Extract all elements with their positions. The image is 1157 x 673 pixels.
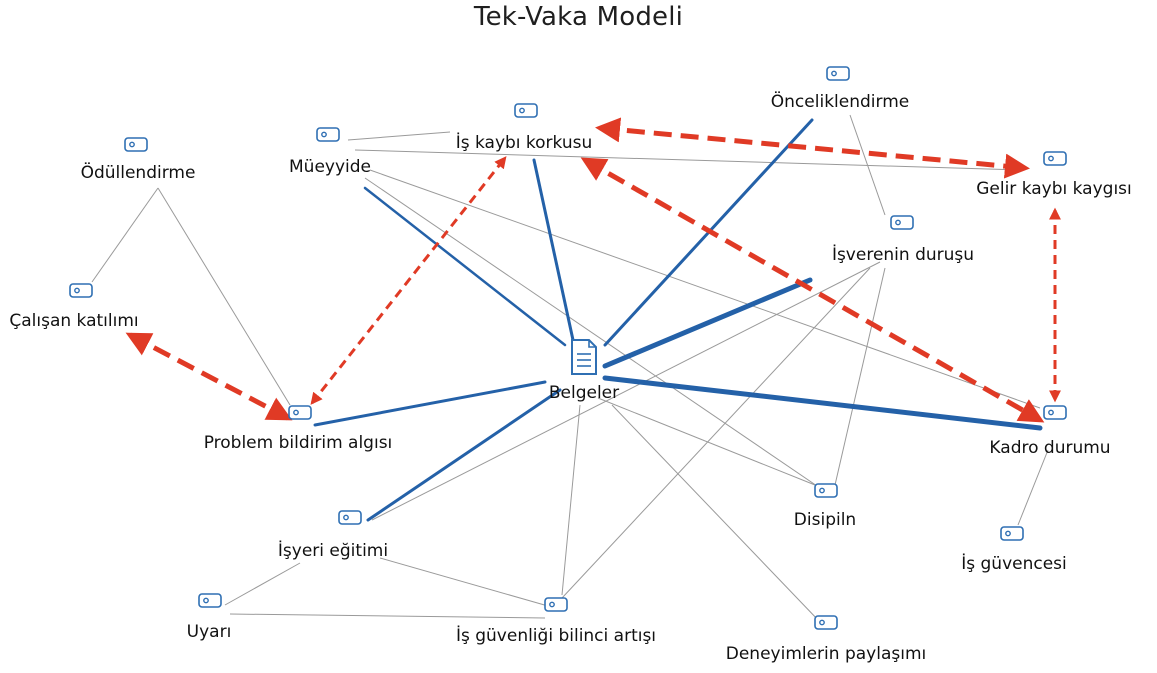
link-belgeler-is_kaybi	[532, 158, 575, 342]
nodes: Belgeler Ödüllendirme Müeyyide İş kaybı kor…	[9, 66, 1132, 664]
document-icon	[571, 339, 597, 375]
node-gelir[interactable]: Gelir kaybı kaygısı	[976, 151, 1132, 199]
tag-icon	[316, 127, 340, 142]
tag-icon	[338, 510, 362, 525]
node-muyyide[interactable]: Müeyyide	[289, 127, 371, 177]
node-label: Ödüllendirme	[81, 161, 196, 183]
link-isyeri-uyari	[224, 562, 301, 606]
node-label: Deneyimlerin paylaşımı	[726, 644, 926, 664]
tag-icon	[124, 137, 148, 152]
tag-icon	[514, 103, 538, 118]
node-label: Kadro durumu	[989, 438, 1110, 458]
link-odullendirme-calisan	[91, 187, 159, 283]
node-isguvencesi[interactable]: İş güvencesi	[961, 526, 1067, 574]
tag-icon	[826, 66, 850, 81]
node-deneyim[interactable]: Deneyimlerin paylaşımı	[726, 615, 926, 664]
link-uyari-isguvenligi	[229, 613, 546, 619]
link-muyyide-is_kaybi	[347, 131, 451, 141]
arrow-is_kaybi-kadro	[580, 157, 1045, 423]
node-label: Müeyyide	[289, 157, 371, 177]
weak-links	[91, 114, 1049, 623]
node-label: Çalışan katılımı	[9, 311, 138, 331]
arrow-is_kaybi-gelir	[595, 117, 1030, 179]
link-belgeler-deneyim	[611, 404, 821, 623]
link-muyyide-kadro	[369, 169, 1041, 409]
node-calisan[interactable]: Çalışan katılımı	[9, 283, 139, 331]
tag-icon	[1043, 151, 1067, 166]
node-label: İşyeri eğitimi	[278, 540, 388, 561]
tag-icon	[890, 215, 914, 230]
link-belgeler-problem	[313, 380, 547, 427]
link-isveren-isyeri	[371, 261, 881, 521]
link-isveren-disipiln	[834, 267, 886, 486]
arrow-links	[125, 117, 1061, 423]
link-muyyide-disipiln	[364, 177, 821, 489]
tag-icon	[814, 615, 838, 630]
link-belgeler-muyyide	[363, 186, 567, 347]
node-kadro[interactable]: Kadro durumu	[989, 405, 1111, 458]
node-label: İş güvenliği bilinci artışı	[456, 625, 656, 646]
strong-links	[313, 118, 1043, 522]
link-belgeler-isyeri	[366, 388, 562, 522]
node-uyari[interactable]: Uyarı	[187, 593, 232, 642]
node-problem[interactable]: Problem bildirim algısı	[204, 405, 393, 453]
arrow-calisan-problem	[125, 332, 293, 421]
node-belgeler[interactable]: Belgeler	[549, 339, 619, 403]
node-odullendirme[interactable]: Ödüllendirme	[81, 137, 196, 183]
link-kadro-isguvencesi	[1017, 449, 1049, 526]
node-isguvenligi[interactable]: İş güvenliği bilinci artışı	[456, 597, 656, 646]
link-belgeler-isveren	[602, 277, 813, 369]
node-onceliklendirme[interactable]: Önceliklendirme	[771, 66, 909, 112]
tag-icon	[1043, 405, 1067, 420]
link-belgeler-isguvenligi	[561, 404, 581, 596]
node-disipiln[interactable]: Disipiln	[794, 483, 856, 530]
tag-icon	[288, 405, 312, 420]
node-label: Problem bildirim algısı	[204, 433, 393, 453]
node-label: İş kaybı korkusu	[456, 132, 593, 153]
node-label: İşverenin duruşu	[832, 244, 974, 265]
node-label: Önceliklendirme	[771, 90, 909, 112]
node-label: İş güvencesi	[961, 553, 1067, 574]
node-label: Belgeler	[549, 383, 619, 403]
node-label: Gelir kaybı kaygısı	[976, 179, 1132, 199]
tag-icon	[814, 483, 838, 498]
tag-icon	[1000, 526, 1024, 541]
diagram-title: Tek-Vaka Modeli	[473, 2, 684, 32]
node-label: Uyarı	[187, 622, 232, 642]
tag-icon	[69, 283, 93, 298]
node-isveren[interactable]: İşverenin duruşu	[832, 215, 974, 265]
link-isyeri-isguvenligi	[379, 557, 549, 607]
node-is_kaybi[interactable]: İş kaybı korkusu	[456, 103, 593, 153]
node-label: Disipiln	[794, 510, 856, 530]
link-odullendirme-problem	[157, 187, 291, 406]
tag-icon	[198, 593, 222, 608]
link-belgeler-kadro	[602, 375, 1043, 431]
node-isyeri[interactable]: İşyeri eğitimi	[278, 510, 388, 561]
tag-icon	[544, 597, 568, 612]
link-muyyide-gelir	[354, 149, 1021, 171]
arrow-problem-is_kaybi	[310, 156, 507, 405]
